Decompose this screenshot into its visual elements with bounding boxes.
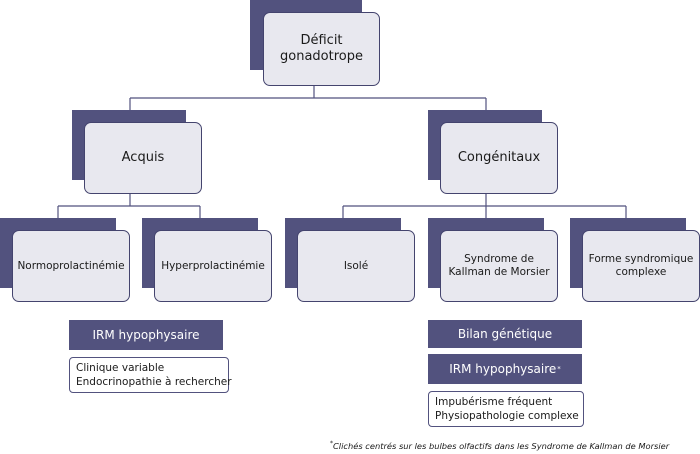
right-note: Impubérisme fréquent Physiopathologie co… [428, 391, 584, 427]
kallman-label-line1: Syndrome de [464, 253, 534, 265]
acquis-label: Acquis [121, 150, 165, 165]
isole-node: Isolé [285, 218, 415, 302]
acquis-node: Acquis [72, 110, 202, 194]
bilan-genetique-label: Bilan génétique [457, 327, 553, 341]
syndromique-label-line1: Forme syndromique [588, 253, 694, 265]
footnote-text: Clichés centrés sur les bulbes olfactifs… [333, 440, 670, 451]
congenitaux-node: Congénitaux [428, 110, 558, 194]
hyperprolactinemie-node: Hyperprolactinémie [142, 218, 272, 302]
congenitaux-label: Congénitaux [457, 150, 541, 165]
kallman-node: Syndrome de Kallman de Morsier [428, 218, 558, 302]
left-irm-label: IRM hypophysaire [92, 328, 200, 342]
right-note-line1: Impubérisme fréquent [435, 396, 553, 408]
right-irm-bar: IRM hypophysaire* [428, 354, 582, 384]
hyperprolactinemie-label: Hyperprolactinémie [161, 259, 265, 272]
footnote-mark: * [330, 440, 333, 447]
syndromique-label-line2: complexe [615, 266, 667, 278]
left-note: Clinique variable Endocrinopathie à rech… [69, 357, 232, 393]
syndromique-node: Forme syndromique complexe [570, 218, 700, 302]
left-irm-bar: IRM hypophysaire [69, 320, 223, 350]
left-note-line1: Clinique variable [76, 362, 165, 374]
bilan-genetique-bar: Bilan génétique [428, 320, 582, 348]
root-label-line2: gonadotrope [280, 49, 363, 64]
isole-label: Isolé [343, 259, 369, 272]
left-note-line2: Endocrinopathie à rechercher [76, 376, 232, 388]
kallman-label-line2: Kallman de Morsier [448, 266, 550, 278]
right-note-line2: Physiopathologie complexe [435, 410, 579, 422]
root-label-line1: Déficit [300, 33, 343, 48]
footnote: *Clichés centrés sur les bulbes olfactif… [330, 440, 669, 451]
root-node: Déficit gonadotrope [250, 0, 380, 86]
right-irm-mark: * [557, 365, 561, 373]
normoprolactinemie-label: Normoprolactinémie [17, 259, 125, 272]
right-irm-label: IRM hypophysaire [449, 362, 557, 376]
normoprolactinemie-node: Normoprolactinémie [0, 218, 130, 302]
